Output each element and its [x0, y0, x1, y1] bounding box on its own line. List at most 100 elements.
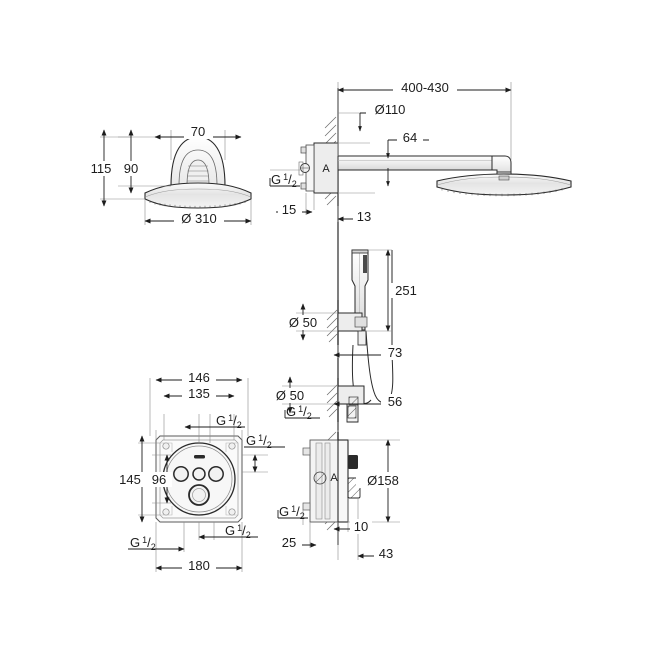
trim-knob-inner: [192, 488, 206, 502]
dim-label-180: 180: [188, 558, 210, 573]
dim-box-width-146: 146: [155, 370, 243, 385]
dim-head-height-115: 115: [86, 129, 116, 207]
dim-wall-projection-13: 13: [337, 209, 375, 224]
trim-inlet-lower: [302, 502, 311, 511]
dim-label-251: 251: [395, 283, 417, 298]
view-trim-side: A Ø158 10: [277, 431, 410, 561]
holder-cradle: [354, 316, 368, 328]
hand-shower-holder: [337, 312, 368, 346]
dim-arm-length-400-430: 400-430: [337, 80, 512, 95]
trim-inlet-upper: [302, 447, 311, 456]
dim-label-56: 56: [388, 394, 402, 409]
dim-label-96: 96: [152, 472, 166, 487]
dim-projection-56: 56: [333, 394, 409, 409]
dim-projection-73: 73: [333, 345, 409, 360]
dim-label-70: 70: [191, 124, 205, 139]
dim-flange-d110: Ø110: [358, 102, 414, 132]
holder-stem: [357, 330, 367, 346]
dim-hand-shower-height-251: 251: [385, 249, 423, 332]
dim-head-height-90: 90: [119, 129, 143, 194]
trim-button-center: [192, 467, 206, 481]
dim-trim-depth-10: 10: [333, 519, 372, 534]
dim-box-width-135: 135: [163, 386, 235, 401]
trim-button-left: [173, 466, 189, 482]
trim-cartridge: [313, 471, 327, 485]
dim-label-10: 10: [354, 519, 368, 534]
head-shower-side-pivot: [498, 175, 510, 181]
box-corner-tabs: [160, 442, 238, 516]
dim-box-height-145: 145: [114, 435, 146, 523]
trim-side-extension-lines: [302, 439, 400, 560]
bracket-port-seat: [298, 161, 304, 176]
dim-head-diameter-310: Ø 310: [144, 210, 252, 226]
dim-box-height-96: 96: [146, 454, 172, 504]
dim-label-d158: Ø158: [367, 473, 399, 488]
wall-outlet-nut: [347, 405, 357, 419]
dim-outlet-d50: Ø 50: [268, 376, 312, 414]
dim-label-d110: Ø110: [375, 102, 406, 117]
bracket-inlet-lower: [300, 182, 307, 190]
head-shower-side-geometry: [436, 173, 572, 197]
dim-label-146: 146: [188, 370, 210, 385]
dim-label-15: 15: [282, 202, 296, 217]
bracket-label-a: A: [322, 163, 330, 175]
dim-box-depth-25: 25: [278, 535, 317, 550]
hand-shower-spray-face: [351, 249, 369, 254]
head-shower-side-plate: [436, 173, 572, 196]
wall-bracket-assembly: A: [298, 142, 339, 194]
view-head-shower-front: 70 115 90 Ø 310: [86, 124, 252, 226]
dim-label-d50-lower: Ø 50: [276, 388, 304, 403]
shower-neck-ribs: [187, 165, 209, 182]
dim-label-d310: Ø 310: [181, 211, 216, 226]
dim-label-13: 13: [357, 209, 371, 224]
dim-trim-projection-43: 43: [357, 546, 398, 561]
shower-arm-geometry: [337, 155, 512, 179]
trim-indicator: [194, 455, 205, 459]
dim-arm-offset-64: 64: [386, 130, 429, 187]
dim-label-73: 73: [388, 345, 402, 360]
dim-label-d50-upper: Ø 50: [289, 315, 317, 330]
bracket-body: [313, 142, 339, 194]
dim-label-135: 135: [188, 386, 210, 401]
shower-nozzles: [149, 200, 246, 209]
shower-plate-highlight: [144, 188, 252, 198]
view-rough-in-box: 146 135 145 96 180: [114, 370, 285, 573]
trim-box-rib-b: [324, 442, 331, 520]
trim-side-geometry: A: [302, 439, 361, 523]
trim-button-right: [208, 466, 224, 482]
dim-connection-15: 15: [276, 202, 313, 217]
trim-escutcheon: [337, 439, 349, 523]
bracket-inlet-upper: [300, 146, 307, 154]
dim-label-25: 25: [282, 535, 296, 550]
rough-in-box-geometry: [155, 435, 243, 523]
dim-box-total-width-180: 180: [155, 558, 243, 573]
dim-label-43: 43: [379, 546, 393, 561]
view-hand-shower: 251 Ø 50 Ø 50 73 56: [268, 249, 423, 432]
dim-label-64: 64: [403, 130, 417, 145]
dim-label-145: 145: [119, 472, 141, 487]
dim-trim-d158: Ø158: [356, 439, 410, 523]
hand-shower-trim-strip: [363, 255, 367, 273]
box-inner: [159, 439, 239, 519]
head-shower-side-nozzles: [441, 188, 563, 197]
trim-temperature-knob: [188, 484, 210, 506]
hand-shower-geometry: [351, 249, 369, 331]
view-head-shower-side: A: [269, 80, 572, 445]
trim-knob-side-upper: [348, 455, 358, 469]
trim-bracket-label-a: A: [330, 472, 338, 484]
